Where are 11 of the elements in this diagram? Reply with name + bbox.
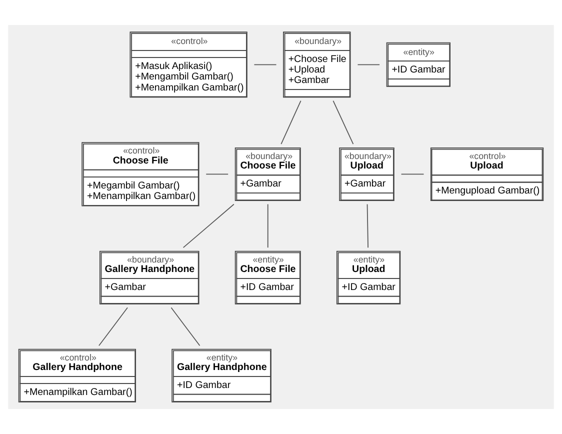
connector — [254, 64, 277, 66]
connector — [400, 174, 424, 175]
connector — [206, 174, 229, 175]
connector — [98, 307, 128, 346]
connector — [366, 204, 368, 248]
connector — [332, 100, 354, 145]
connector — [170, 307, 200, 346]
connector — [357, 64, 380, 66]
connector — [182, 204, 234, 248]
connector — [267, 204, 268, 248]
connector — [280, 100, 302, 145]
